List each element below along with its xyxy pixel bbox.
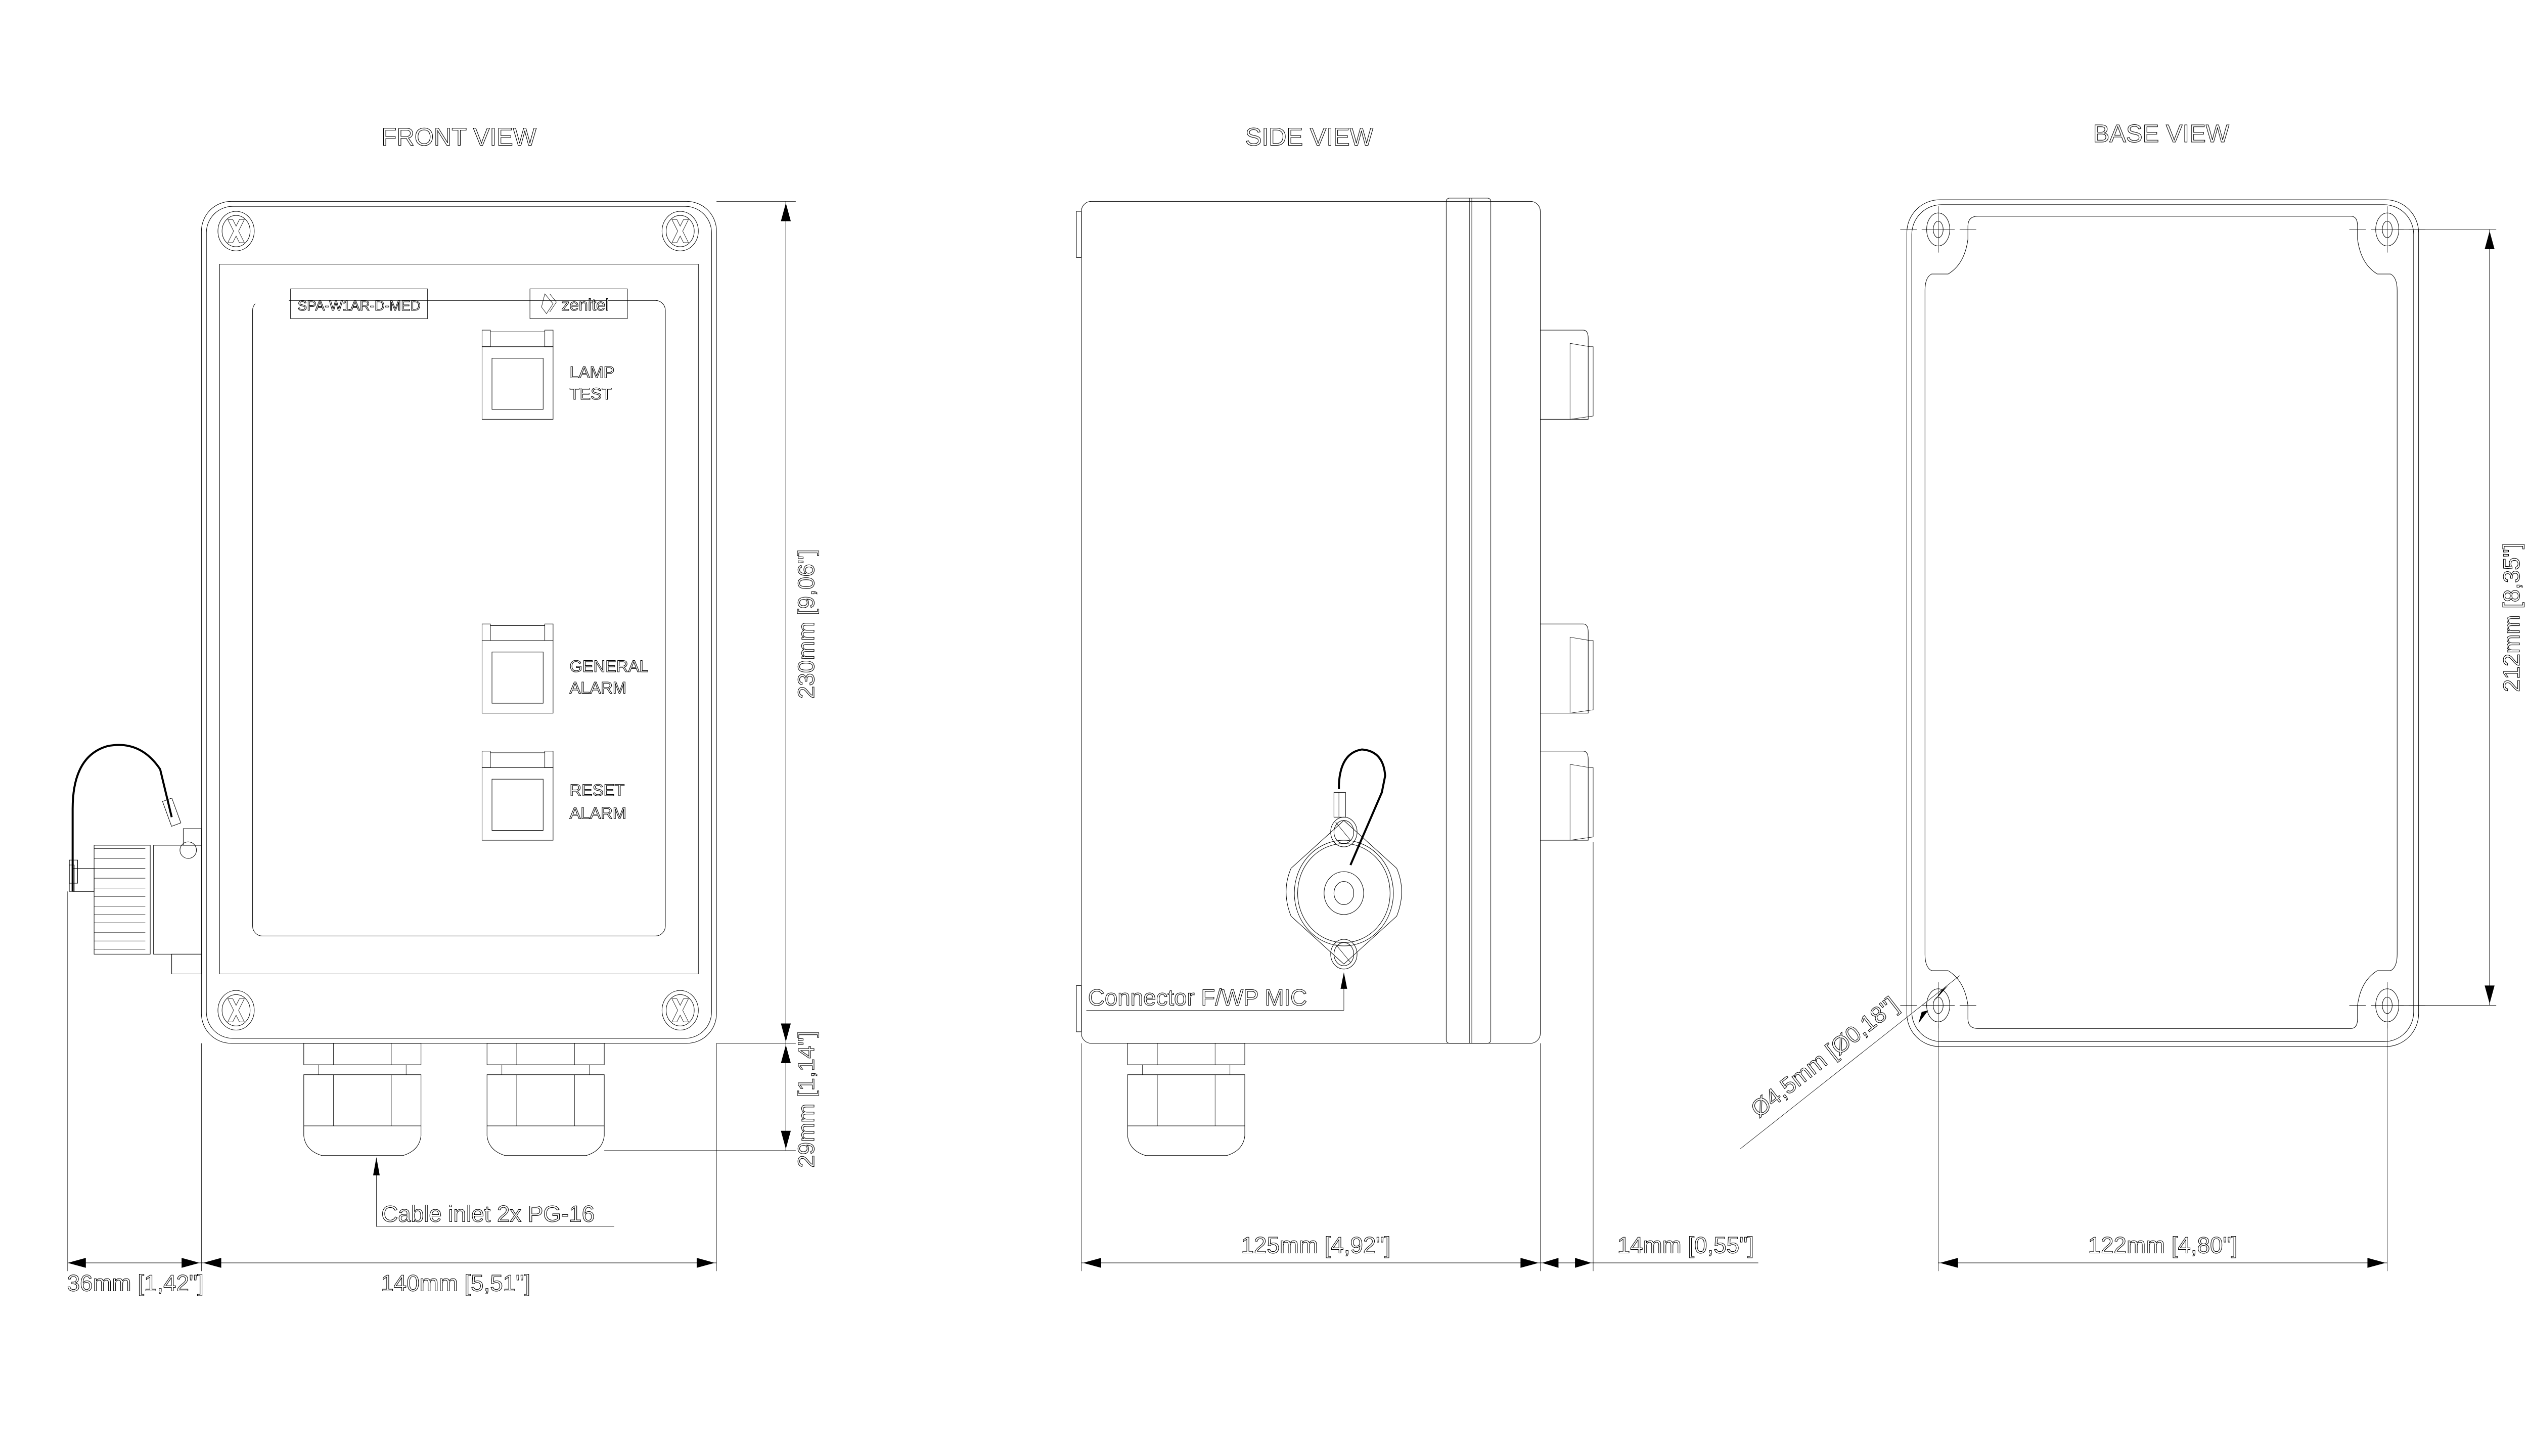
mic-connector-side xyxy=(1286,749,1402,969)
front-view-title: FRONT VIEW xyxy=(381,123,536,151)
base-edge xyxy=(1912,205,2414,1042)
lamp-test-button[interactable]: LAMP TEST xyxy=(481,329,615,421)
connector-callout: Connector F/WP MIC xyxy=(1087,972,1347,1011)
lid-seal-band xyxy=(1446,198,1491,1043)
button-protrusion xyxy=(1541,330,1593,419)
base-horizontal-dimension: 122mm [4,80"] xyxy=(1938,1023,2387,1271)
dim-230mm: 230mm [9,06"] xyxy=(793,549,819,699)
front-view: FRONT VIEW SPA-W1AR-D-MED zenitel LAMP T… xyxy=(66,123,820,1297)
enclosure-outline xyxy=(201,201,716,1043)
reset-alarm-label-line2: ALARM xyxy=(570,804,626,823)
side-horizontal-dimensions: 125mm [4,92"] 14mm [0,55"] xyxy=(1081,842,1758,1271)
model-label-plate xyxy=(291,289,428,318)
dust-cap-cable xyxy=(1339,749,1385,865)
base-vertical-dimension: 212mm [8,35"] xyxy=(2397,230,2525,1006)
dim-122mm: 122mm [4,80"] xyxy=(2088,1232,2238,1258)
reset-alarm-button[interactable]: RESET ALARM xyxy=(481,750,627,841)
screw-icon xyxy=(661,210,699,252)
dim-29mm: 29mm [1,14"] xyxy=(793,1031,819,1168)
general-alarm-label-line1: GENERAL xyxy=(570,657,649,675)
enclosure-side-outline xyxy=(1081,201,1541,1043)
brand-plate xyxy=(530,289,627,318)
dim-hole-diameter: Ø4,5mm [Ø0,18"] xyxy=(1746,992,1903,1122)
dim-14mm: 14mm [0,55"] xyxy=(1617,1232,1754,1258)
dim-212mm: 212mm [8,35"] xyxy=(2499,542,2524,692)
button-protrusion xyxy=(1541,624,1593,713)
side-lip-bottom xyxy=(1076,985,1081,1031)
lid-recess xyxy=(219,264,698,974)
lamp-test-label-line2: TEST xyxy=(570,384,612,403)
cable-inlet-callout: Cable inlet 2x PG-16 xyxy=(373,1157,614,1227)
base-outline xyxy=(1907,200,2418,1046)
connector-label: Connector F/WP MIC xyxy=(1088,985,1307,1011)
model-label: SPA-W1AR-D-MED xyxy=(298,298,421,313)
front-vertical-dimensions: 230mm [9,06"] 29mm [1,14"] xyxy=(604,201,820,1169)
screw-icon xyxy=(217,989,255,1031)
base-inner-recess xyxy=(1925,216,2397,1029)
side-view-title: SIDE VIEW xyxy=(1245,123,1374,151)
dim-140mm: 140mm [5,51"] xyxy=(381,1270,530,1296)
base-view-title: BASE VIEW xyxy=(2093,120,2230,148)
brand-name: zenitel xyxy=(561,295,609,314)
screw-icon xyxy=(217,210,255,252)
cable-inlet-label: Cable inlet 2x PG-16 xyxy=(381,1201,595,1226)
zenitel-logo-icon xyxy=(541,294,556,313)
enclosure-lid-edge xyxy=(206,206,711,1038)
dust-cap-cable xyxy=(73,745,172,892)
side-lip-top xyxy=(1076,211,1081,257)
screw-icon xyxy=(661,989,699,1031)
mic-connector-front xyxy=(69,745,201,974)
button-protrusion xyxy=(1541,751,1593,840)
dim-125mm: 125mm [4,92"] xyxy=(1241,1232,1391,1258)
hole-diameter-dimension: Ø4,5mm [Ø0,18"] xyxy=(1740,976,1960,1149)
general-alarm-label-line2: ALARM xyxy=(570,678,626,697)
reset-alarm-label-line1: RESET xyxy=(570,781,625,799)
base-view: BASE VIEW 212mm [8,35"] 122mm [4,80"] xyxy=(1740,119,2525,1271)
cable-gland xyxy=(486,1042,605,1157)
general-alarm-button[interactable]: GENERAL ALARM xyxy=(481,623,649,714)
cable-gland xyxy=(303,1042,422,1157)
front-panel xyxy=(253,300,665,936)
cable-gland xyxy=(1126,1042,1246,1157)
dim-36mm: 36mm [1,42"] xyxy=(67,1270,204,1296)
side-view: SIDE VIEW xyxy=(1076,123,1758,1271)
lamp-test-label-line1: LAMP xyxy=(570,363,615,382)
front-horizontal-dimensions: 36mm [1,42"] 140mm [5,51"] xyxy=(66,891,717,1297)
